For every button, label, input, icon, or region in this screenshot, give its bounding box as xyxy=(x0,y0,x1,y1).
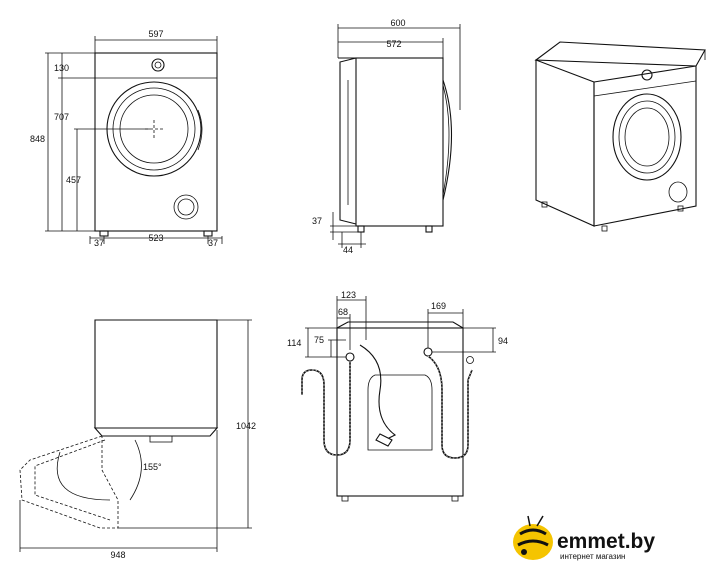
front-foot-span-label: 523 xyxy=(148,233,163,243)
door-swing-arc xyxy=(56,451,111,501)
isometric-view xyxy=(534,41,706,232)
rear-inlet-height-outer-label: 114 xyxy=(287,338,301,348)
door-angle-label: 155° xyxy=(143,462,162,472)
door-handle xyxy=(197,109,203,151)
door-view-body xyxy=(94,319,218,429)
front-foot-right-label: 37 xyxy=(208,238,218,248)
front-foot-right xyxy=(203,230,213,237)
front-door-center-label: 457 xyxy=(66,175,81,185)
side-depth-total-label: 600 xyxy=(390,18,405,28)
iso-door-outer xyxy=(612,93,682,181)
door-open-view: 155° 1042 948 xyxy=(19,319,256,560)
side-rear-bulge xyxy=(442,79,453,201)
door-open-outline xyxy=(19,435,119,529)
brand-name: emmet.by xyxy=(557,530,655,553)
rear-view: 123 68 114 75 169 94 xyxy=(287,290,508,502)
side-foot-rear xyxy=(425,225,433,233)
rear-access-panel xyxy=(367,374,433,451)
door-view-height-label: 1042 xyxy=(236,421,256,431)
front-body xyxy=(94,52,218,232)
power-plug xyxy=(375,433,393,447)
rear-drain-height-label: 94 xyxy=(498,336,508,346)
iso-side xyxy=(535,59,595,227)
rear-inlet-height-inner-label: 75 xyxy=(314,335,324,345)
drain-hose xyxy=(427,355,473,459)
program-knob xyxy=(151,58,165,72)
side-depth-body-label: 572 xyxy=(386,39,401,49)
iso-top xyxy=(534,41,706,67)
filter-hatch xyxy=(173,194,199,220)
rear-inlet-inner-label: 68 xyxy=(338,307,348,317)
brand-logo: emmet.by интернет магазин xyxy=(513,515,655,561)
iso-door-glass xyxy=(624,107,670,167)
rear-inlet-offset-label: 123 xyxy=(341,290,356,300)
side-view: 600 572 37 44 xyxy=(312,18,461,255)
front-foot-left xyxy=(99,230,109,237)
front-height-label: 848 xyxy=(30,134,45,144)
side-foot-offset-label: 44 xyxy=(343,245,353,255)
side-door-profile xyxy=(339,57,357,225)
front-door-top-label: 707 xyxy=(54,112,69,122)
iso-knob xyxy=(641,69,653,81)
power-cable xyxy=(359,344,397,441)
rear-drain-offset-label: 169 xyxy=(431,301,446,311)
inlet-hose xyxy=(301,361,351,456)
side-foot-height-label: 37 xyxy=(312,216,322,226)
front-view: 597 848 130 707 457 37 523 37 xyxy=(30,29,223,248)
front-width-label: 597 xyxy=(148,29,163,39)
inlet-hose-connector xyxy=(345,352,355,362)
side-body xyxy=(355,57,444,227)
front-foot-left-label: 37 xyxy=(94,238,104,248)
front-top-panel-label: 130 xyxy=(54,63,69,73)
brand-tagline: интернет магазин xyxy=(560,552,625,561)
iso-filter-hatch xyxy=(668,181,688,203)
side-foot-front xyxy=(357,225,365,233)
iso-front xyxy=(593,65,697,227)
drain-hose-connector xyxy=(423,347,433,357)
rear-body xyxy=(336,327,464,497)
door-view-depth-label: 948 xyxy=(110,550,125,560)
